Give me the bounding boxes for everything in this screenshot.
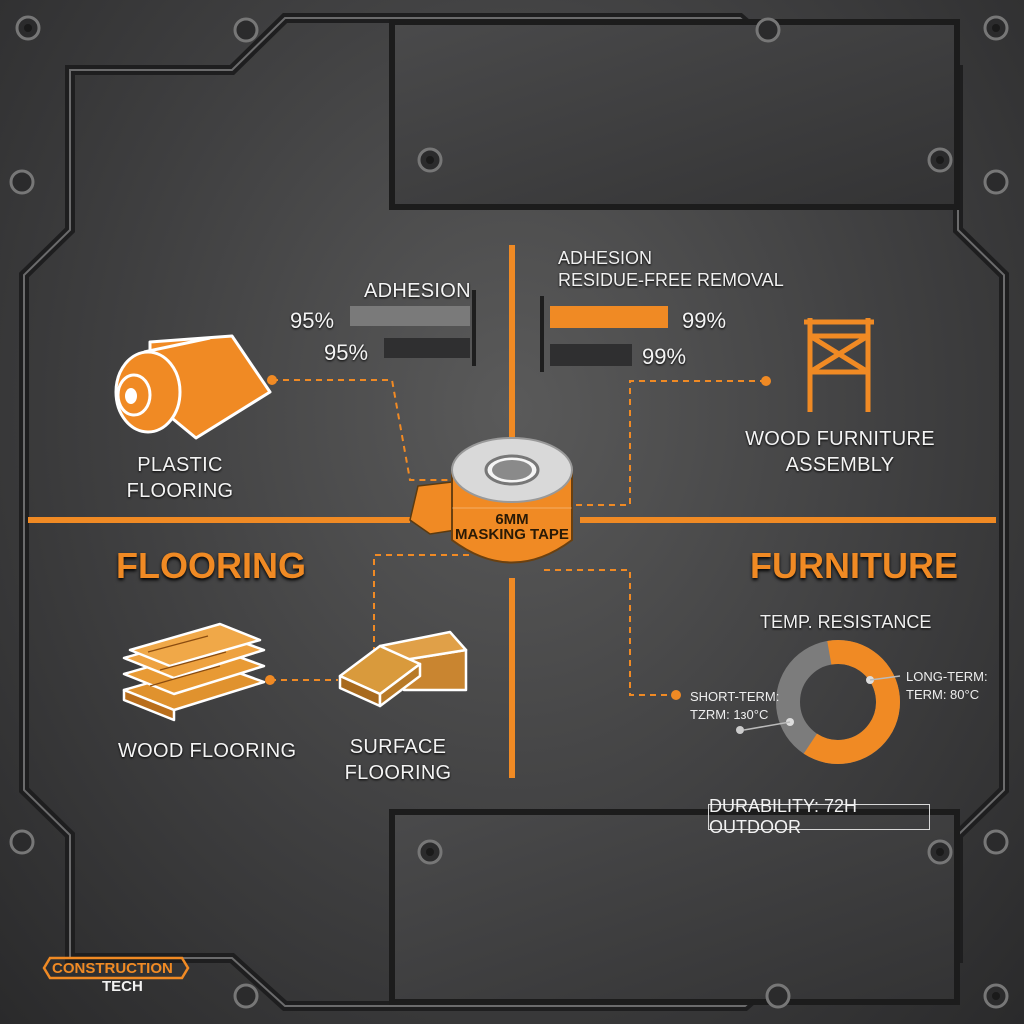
right-chart-title-line1: ADHESION bbox=[558, 248, 653, 268]
flooring-section-title: FLOORING bbox=[116, 545, 306, 586]
left-chart-title: ADHESION bbox=[364, 280, 471, 302]
tape-label: 6MM MASKING TAPE bbox=[452, 512, 572, 542]
construction-tech-logo: CONSTRUCTION TECH bbox=[42, 956, 190, 999]
wood-furniture-line2: ASSEMBLY bbox=[785, 454, 895, 476]
right-bar-1 bbox=[550, 306, 668, 328]
tape-label-line2: MASKING TAPE bbox=[455, 526, 569, 543]
long-term-line1: LONG-TERM: bbox=[906, 669, 988, 684]
logo-line1: CONSTRUCTION bbox=[52, 960, 173, 977]
surface-flooring-line1: SURFACE bbox=[349, 736, 447, 758]
plastic-flooring-line1: PLASTIC bbox=[137, 454, 223, 476]
right-bar-2-label: 99% bbox=[642, 344, 687, 369]
right-bar-1-label: 99% bbox=[682, 308, 727, 333]
right-chart-title-line2: RESIDUE-FREE REMOVAL bbox=[558, 270, 784, 290]
logo-line2: TECH bbox=[102, 978, 143, 995]
left-bar-2 bbox=[384, 338, 470, 358]
long-term-label: LONG-TERM: TERM: 80°C bbox=[906, 668, 988, 704]
tape-label-line1: 6MM bbox=[495, 511, 529, 528]
left-bar-1 bbox=[350, 306, 470, 326]
wood-furniture-label: WOOD FURNITURE ASSEMBLY bbox=[740, 426, 940, 478]
donut-long-term-segment bbox=[776, 640, 900, 764]
surface-flooring-line2: FLOORING bbox=[344, 762, 452, 784]
durability-badge: DURABILITY: 72H OUTDOOR bbox=[708, 796, 930, 837]
logo-badge-shape bbox=[42, 956, 190, 980]
plastic-flooring-line2: FLOORING bbox=[126, 480, 234, 502]
long-term-line2: TERM: 80°C bbox=[906, 687, 980, 702]
plastic-flooring-label: PLASTIC FLOORING bbox=[120, 452, 240, 504]
surface-flooring-label: SURFACE FLOORING bbox=[340, 734, 456, 786]
temp-resistance-title: TEMP. RESISTANCE bbox=[760, 612, 932, 632]
wood-furniture-line1: WOOD FURNITURE bbox=[745, 428, 935, 450]
short-term-line2: TZRM: 1з0°C bbox=[690, 707, 769, 722]
furniture-section-title: FURNITURE bbox=[750, 545, 958, 586]
wood-flooring-label: WOOD FLOORING bbox=[118, 740, 297, 762]
left-bar-2-label: 95% bbox=[324, 340, 369, 365]
right-bar-2 bbox=[550, 344, 632, 366]
left-bar-1-label: 95% bbox=[290, 308, 335, 333]
short-term-line1: SHORT-TERM: bbox=[690, 689, 780, 704]
short-term-label: SHORT-TERM: TZRM: 1з0°C bbox=[690, 688, 779, 724]
